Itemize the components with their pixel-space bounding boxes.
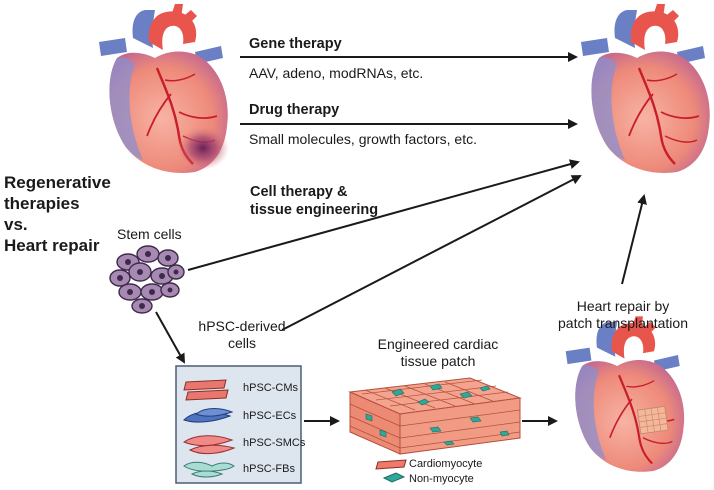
patch-line-2: tissue patch — [400, 353, 476, 369]
title-line-1: Regenerative — [4, 173, 111, 192]
title-line-4: Heart repair — [4, 236, 100, 255]
cm-cell-icon — [183, 379, 229, 401]
drug-therapy-heading: Drug therapy — [249, 102, 340, 118]
injured-heart — [97, 2, 229, 175]
cell-type-fb: hPSC-FBs — [243, 463, 295, 475]
cell-therapy-label: Cell therapy & tissue engineering — [250, 183, 378, 219]
hpsc-derived-label: hPSC-derived cells — [192, 318, 292, 352]
engineered-patch-illustration — [348, 377, 522, 455]
title-line-3: vs. — [4, 215, 28, 234]
gene-therapy-heading: Gene therapy — [249, 36, 342, 52]
arrow-hpsc-to-heart — [281, 175, 582, 331]
cell-type-cm: hPSC-CMs — [243, 382, 299, 394]
fb-cell-icon — [183, 461, 235, 478]
repair-line-2: patch transplantation — [558, 315, 688, 331]
cell-therapy-line-1: Cell therapy & — [250, 184, 348, 200]
gene-therapy-detail: AAV, adeno, modRNAs, etc. — [249, 65, 424, 81]
drug-therapy-detail: Small molecules, growth factors, etc. — [249, 131, 477, 147]
cell-type-ec: hPSC-ECs — [243, 410, 297, 422]
arrow-stem-to-hpsc — [155, 311, 185, 364]
repaired-heart-patch — [564, 315, 686, 473]
cardiac-patch-graft — [636, 405, 669, 435]
cell-type-smc: hPSC-SMCs — [243, 437, 306, 449]
legend-non-myocyte: Non-myocyte — [409, 473, 474, 485]
main-title: Regenerative therapies vs. Heart repair — [4, 172, 111, 256]
patch-label: Engineered cardiac tissue patch — [368, 336, 508, 370]
patch-line-1: Engineered cardiac — [377, 336, 499, 352]
hpsc-derived-line-2: cells — [227, 335, 256, 351]
cardiomyocyte-legend-icon — [375, 459, 407, 470]
cell-therapy-line-2: tissue engineering — [250, 202, 379, 218]
legend-cardiomyocyte: Cardiomyocyte — [409, 458, 483, 470]
repair-line-1: Heart repair by — [576, 298, 670, 314]
hpsc-derived-line-1: hPSC-derived — [198, 318, 286, 334]
repair-label: Heart repair by patch transplantation — [548, 298, 698, 332]
ec-cell-icon — [183, 408, 234, 423]
title-line-2: therapies — [4, 194, 80, 213]
stem-cells-label: Stem cells — [117, 226, 182, 242]
smc-cell-icon — [182, 435, 236, 455]
non-myocyte-legend-icon — [382, 472, 406, 483]
arrow-stem-to-heart — [187, 159, 580, 271]
arrow-repair-up — [621, 194, 647, 285]
repaired-heart-top — [579, 2, 711, 175]
